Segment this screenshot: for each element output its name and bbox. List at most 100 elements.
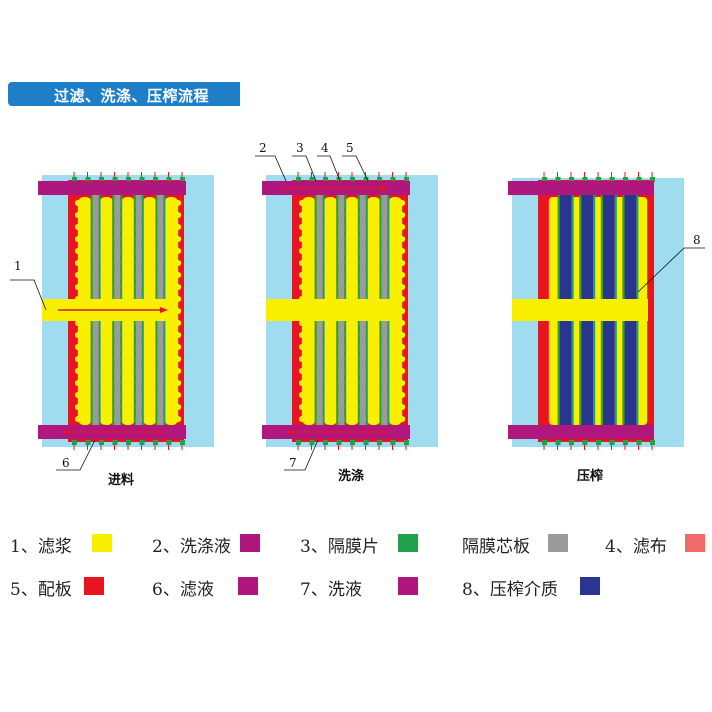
slurry-scallop <box>175 236 182 242</box>
slurry-scallop <box>298 356 305 362</box>
top-channel <box>508 181 654 195</box>
membrane-stud <box>309 440 315 445</box>
slurry-scallop <box>298 368 305 374</box>
membrane-stud <box>377 177 382 182</box>
slurry-scallop <box>175 224 182 230</box>
section-title: 过滤、洗涤、压榨流程 <box>54 87 210 105</box>
slurry-scallop <box>175 416 182 422</box>
feed-channel <box>266 299 402 321</box>
callout-line <box>284 439 319 471</box>
legend-label: 8、压榨介质 <box>462 580 558 600</box>
slurry-scallop <box>399 236 406 242</box>
slurry-scallop <box>399 404 406 410</box>
legend-swatch <box>580 577 600 595</box>
slurry-scallop <box>399 356 406 362</box>
panel-label-wash: 洗涤 <box>338 469 365 484</box>
wash-out-arrowhead <box>286 429 294 435</box>
membrane-stud <box>542 440 547 445</box>
filtrate-arrowhead <box>62 429 70 435</box>
legend-swatch <box>398 577 418 595</box>
legend-label: 2、洗涤液 <box>152 537 231 557</box>
membrane-stud <box>180 440 185 445</box>
membrane-stud <box>99 177 104 182</box>
membrane-stud <box>180 177 185 182</box>
slurry-scallop <box>298 344 305 350</box>
callout-line <box>637 247 705 293</box>
panel-press <box>508 172 684 450</box>
callout-line <box>292 155 317 182</box>
legend-swatch <box>685 534 705 552</box>
slurry-scallop <box>175 200 182 206</box>
legend-label: 7、洗液 <box>300 580 362 600</box>
slurry-scallop <box>175 272 182 278</box>
slurry-scallop <box>298 332 305 338</box>
slurry-scallop <box>298 260 305 266</box>
membrane-stud <box>85 440 91 445</box>
slurry-scallop <box>298 404 305 410</box>
panel-label-press: 压榨 <box>577 469 604 484</box>
legend-item-press-medium: 8、压榨介质 <box>462 575 602 600</box>
membrane-stud <box>139 440 145 445</box>
legend-item-slurry: 1、滤浆 <box>10 532 112 557</box>
slurry-scallop <box>298 284 305 290</box>
slurry-scallop <box>175 284 182 290</box>
callout-line <box>342 155 369 182</box>
callout-line <box>10 279 47 311</box>
legend-swatch <box>84 577 104 595</box>
panel-label-feed: 进料 <box>108 473 135 488</box>
membrane-stud <box>390 177 396 182</box>
callout-number: 5 <box>346 141 354 155</box>
membrane-stud <box>623 177 628 182</box>
slurry-scallop <box>298 200 305 206</box>
membrane-stud <box>112 440 118 445</box>
membrane-stud <box>609 440 615 445</box>
membrane-stud <box>336 440 342 445</box>
legend-swatch <box>240 534 260 552</box>
slurry-scallop <box>399 368 406 374</box>
legend-item-membrane-core: 隔膜芯板 <box>462 532 572 557</box>
section-title-bar: 过滤、洗涤、压榨流程 <box>8 82 240 106</box>
membrane-stud <box>377 440 382 445</box>
legend-swatch <box>92 534 112 552</box>
slurry-scallop <box>175 404 182 410</box>
legend-item-wash-in: 2、洗涤液 <box>152 532 272 557</box>
slurry-scallop <box>74 212 81 218</box>
membrane-stud <box>72 440 77 445</box>
legend-item-plate: 5、配板 <box>10 575 110 600</box>
membrane-stud <box>309 177 315 182</box>
membrane-stud <box>166 177 172 182</box>
slurry-scallop <box>298 212 305 218</box>
slurry-scallop <box>74 260 81 266</box>
wash-in-arrowhead <box>380 185 388 191</box>
slurry-scallop <box>74 380 81 386</box>
legend-label: 5、配板 <box>10 580 72 600</box>
membrane-stud <box>596 177 601 182</box>
slurry-scallop <box>74 416 81 422</box>
membrane-stud <box>350 177 355 182</box>
membrane-stud <box>323 177 328 182</box>
callout-line <box>255 155 287 182</box>
slurry-scallop <box>399 200 406 206</box>
slurry-scallop <box>298 380 305 386</box>
slurry-scallop <box>298 416 305 422</box>
legend-item-wash-out: 7、洗液 <box>300 575 420 600</box>
slurry-scallop <box>74 248 81 254</box>
legend-label: 隔膜芯板 <box>462 537 530 557</box>
membrane-stud <box>650 440 655 445</box>
slurry-scallop <box>74 392 81 398</box>
membrane-stud <box>569 177 574 182</box>
membrane-stud <box>363 440 369 445</box>
membrane-stud <box>542 177 547 182</box>
membrane-stud <box>296 440 301 445</box>
slurry-scallop <box>399 332 406 338</box>
slurry-scallop <box>175 320 182 326</box>
feed-channel <box>512 299 648 321</box>
slurry-scallop <box>74 284 81 290</box>
membrane-stud <box>363 177 369 182</box>
feed-arrowhead <box>160 307 168 313</box>
membrane-stud <box>99 440 104 445</box>
slurry-scallop <box>175 392 182 398</box>
membrane-stud <box>555 177 561 182</box>
membrane-stud <box>296 177 301 182</box>
